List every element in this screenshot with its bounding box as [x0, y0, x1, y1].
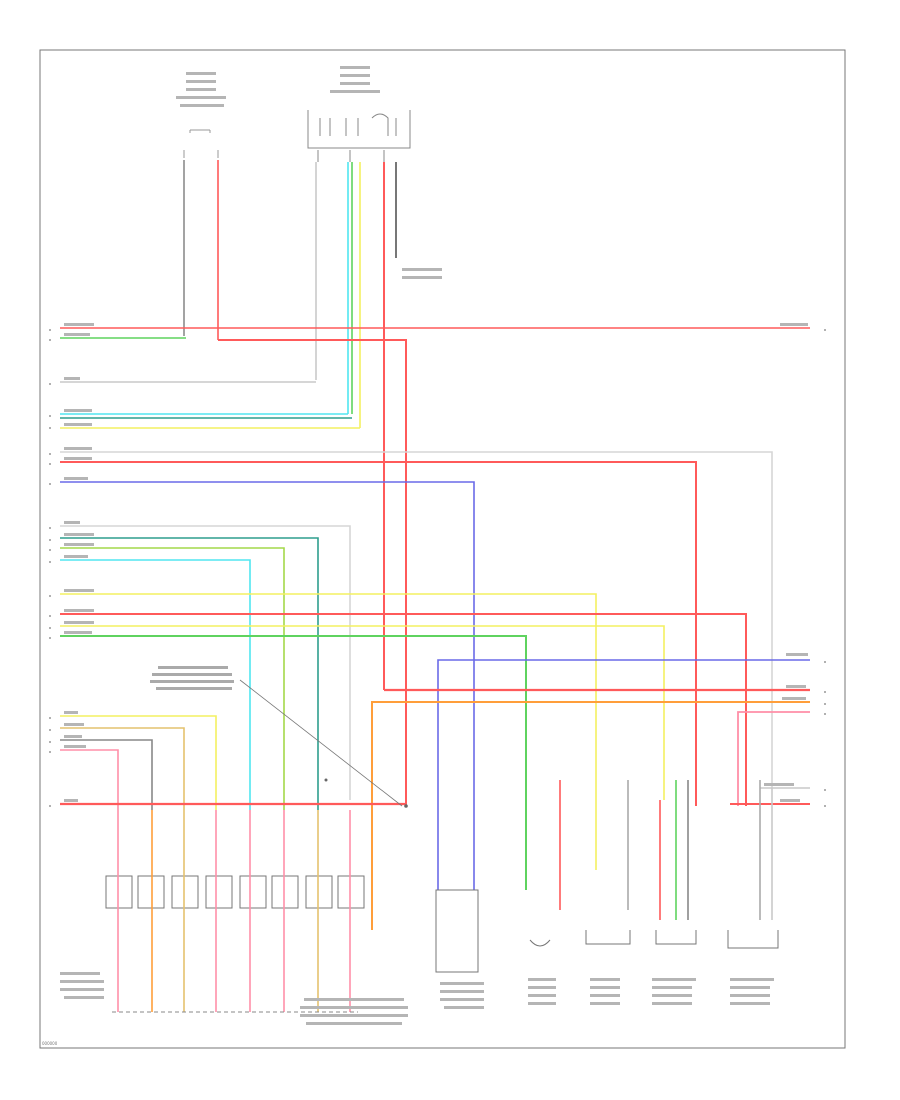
wire-yellow-bus-2 — [60, 593, 597, 870]
wire-cyan-bus-2 — [60, 559, 251, 810]
module-box-1 — [435, 889, 479, 973]
sensor-5 — [727, 930, 779, 949]
component-labels — [60, 66, 774, 1025]
wire-gray-bus-3 — [60, 525, 351, 800]
annotation-block — [150, 666, 234, 690]
top-right-connector — [307, 110, 411, 162]
splice-points — [324, 778, 408, 808]
fuse-block — [105, 875, 365, 909]
top-left-connector — [183, 129, 219, 158]
right-bus — [371, 659, 810, 930]
wire-red-drop-1 — [218, 339, 407, 806]
diagram-footer-code: 000000 — [42, 1041, 58, 1046]
wire-yellow-bus-3 — [60, 625, 665, 800]
pin-markers — [49, 329, 826, 807]
diagram-frame — [39, 49, 846, 1049]
wire-black-bus-1 — [60, 739, 153, 810]
wire-green-bus-4 — [60, 635, 527, 890]
sensor-drops — [559, 780, 773, 920]
wire-yellow-bus-4 — [60, 715, 217, 810]
wire-pink-bus-1 — [60, 613, 747, 806]
fuse-drops — [117, 810, 351, 1012]
wire-pink-bus-3 — [60, 749, 119, 810]
wire-blue-bus-2 — [437, 659, 810, 890]
wire-tan-bus-1 — [60, 727, 185, 810]
sensor-2 — [529, 939, 551, 947]
wire-orange-bus-1 — [371, 701, 810, 930]
lower-left-bus — [60, 715, 810, 810]
wire-pink-bus-2 — [737, 711, 810, 806]
annotation-leader — [239, 679, 403, 807]
top-feed-wires — [183, 160, 397, 690]
sensor-components — [435, 889, 779, 973]
horizontal-bus — [60, 327, 810, 890]
wire-green-bus-3 — [60, 537, 319, 810]
wire-labels — [64, 323, 808, 802]
sensor-3 — [585, 930, 631, 945]
wire-blue-bus-1 — [60, 481, 475, 890]
wire-red-bus-2 — [60, 461, 697, 806]
sensor-4 — [655, 930, 697, 945]
wire-gray-bus-2 — [60, 451, 773, 788]
wire-yellow-green-bus — [60, 547, 285, 810]
